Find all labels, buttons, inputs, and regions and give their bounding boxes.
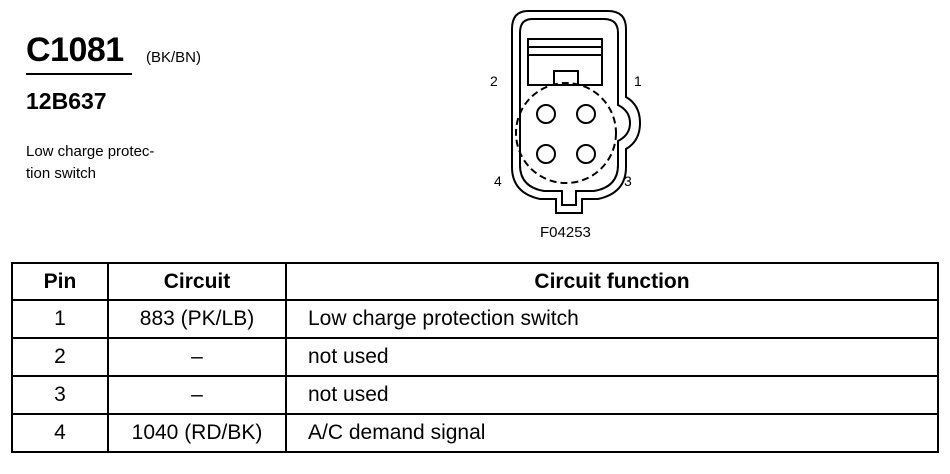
part-number: 12B637 [26,88,107,114]
cell-circuit: – [107,337,287,377]
terminal-4 [536,144,556,164]
terminal-1 [576,104,596,124]
connector-housing-outer [511,10,642,214]
cell-pin: 1 [11,299,109,339]
pin-label-4: 4 [494,173,502,189]
connector-face-diagram: 2 1 4 3 [490,10,642,214]
latch-rect [527,38,603,86]
pin-cavity-outline [515,82,617,184]
cell-circuit: 1040 (RD/BK) [107,413,287,453]
terminal-2 [536,104,556,124]
table-row: 3 – not used [11,375,939,415]
connector-housing-inner [519,18,632,206]
cell-pin: 4 [11,413,109,453]
cell-function: not used [285,375,939,415]
table-row: 1 883 (PK/LB) Low charge protection swit… [11,299,939,339]
pin-table: Pin Circuit Circuit function 1 883 (PK/L… [11,262,939,453]
table-row: 4 1040 (RD/BK) A/C demand signal [11,413,939,453]
key-notch [553,70,579,86]
pin-label-2: 2 [490,73,498,89]
header-circuit: Circuit [107,262,287,301]
cell-function: Low charge protection switch [285,299,939,339]
cell-circuit: – [107,375,287,415]
table-row: 2 – not used [11,337,939,377]
cell-function: not used [285,337,939,377]
cell-pin: 2 [11,337,109,377]
figure-id: F04253 [540,224,591,241]
connector-id: C1081 [26,31,124,69]
cell-pin: 3 [11,375,109,415]
header-circuit-function: Circuit function [285,262,939,301]
cell-circuit: 883 (PK/LB) [107,299,287,339]
terminal-3 [576,144,596,164]
pin-label-3: 3 [624,173,632,189]
table-header-row: Pin Circuit Circuit function [11,262,939,301]
component-description: Low charge protec- tion switch [26,143,155,182]
header-pin: Pin [11,262,109,301]
title-underline [26,73,132,75]
wire-color-code: (BK/BN) [146,49,202,66]
cell-function: A/C demand signal [285,413,939,453]
pin-label-1: 1 [634,73,642,89]
